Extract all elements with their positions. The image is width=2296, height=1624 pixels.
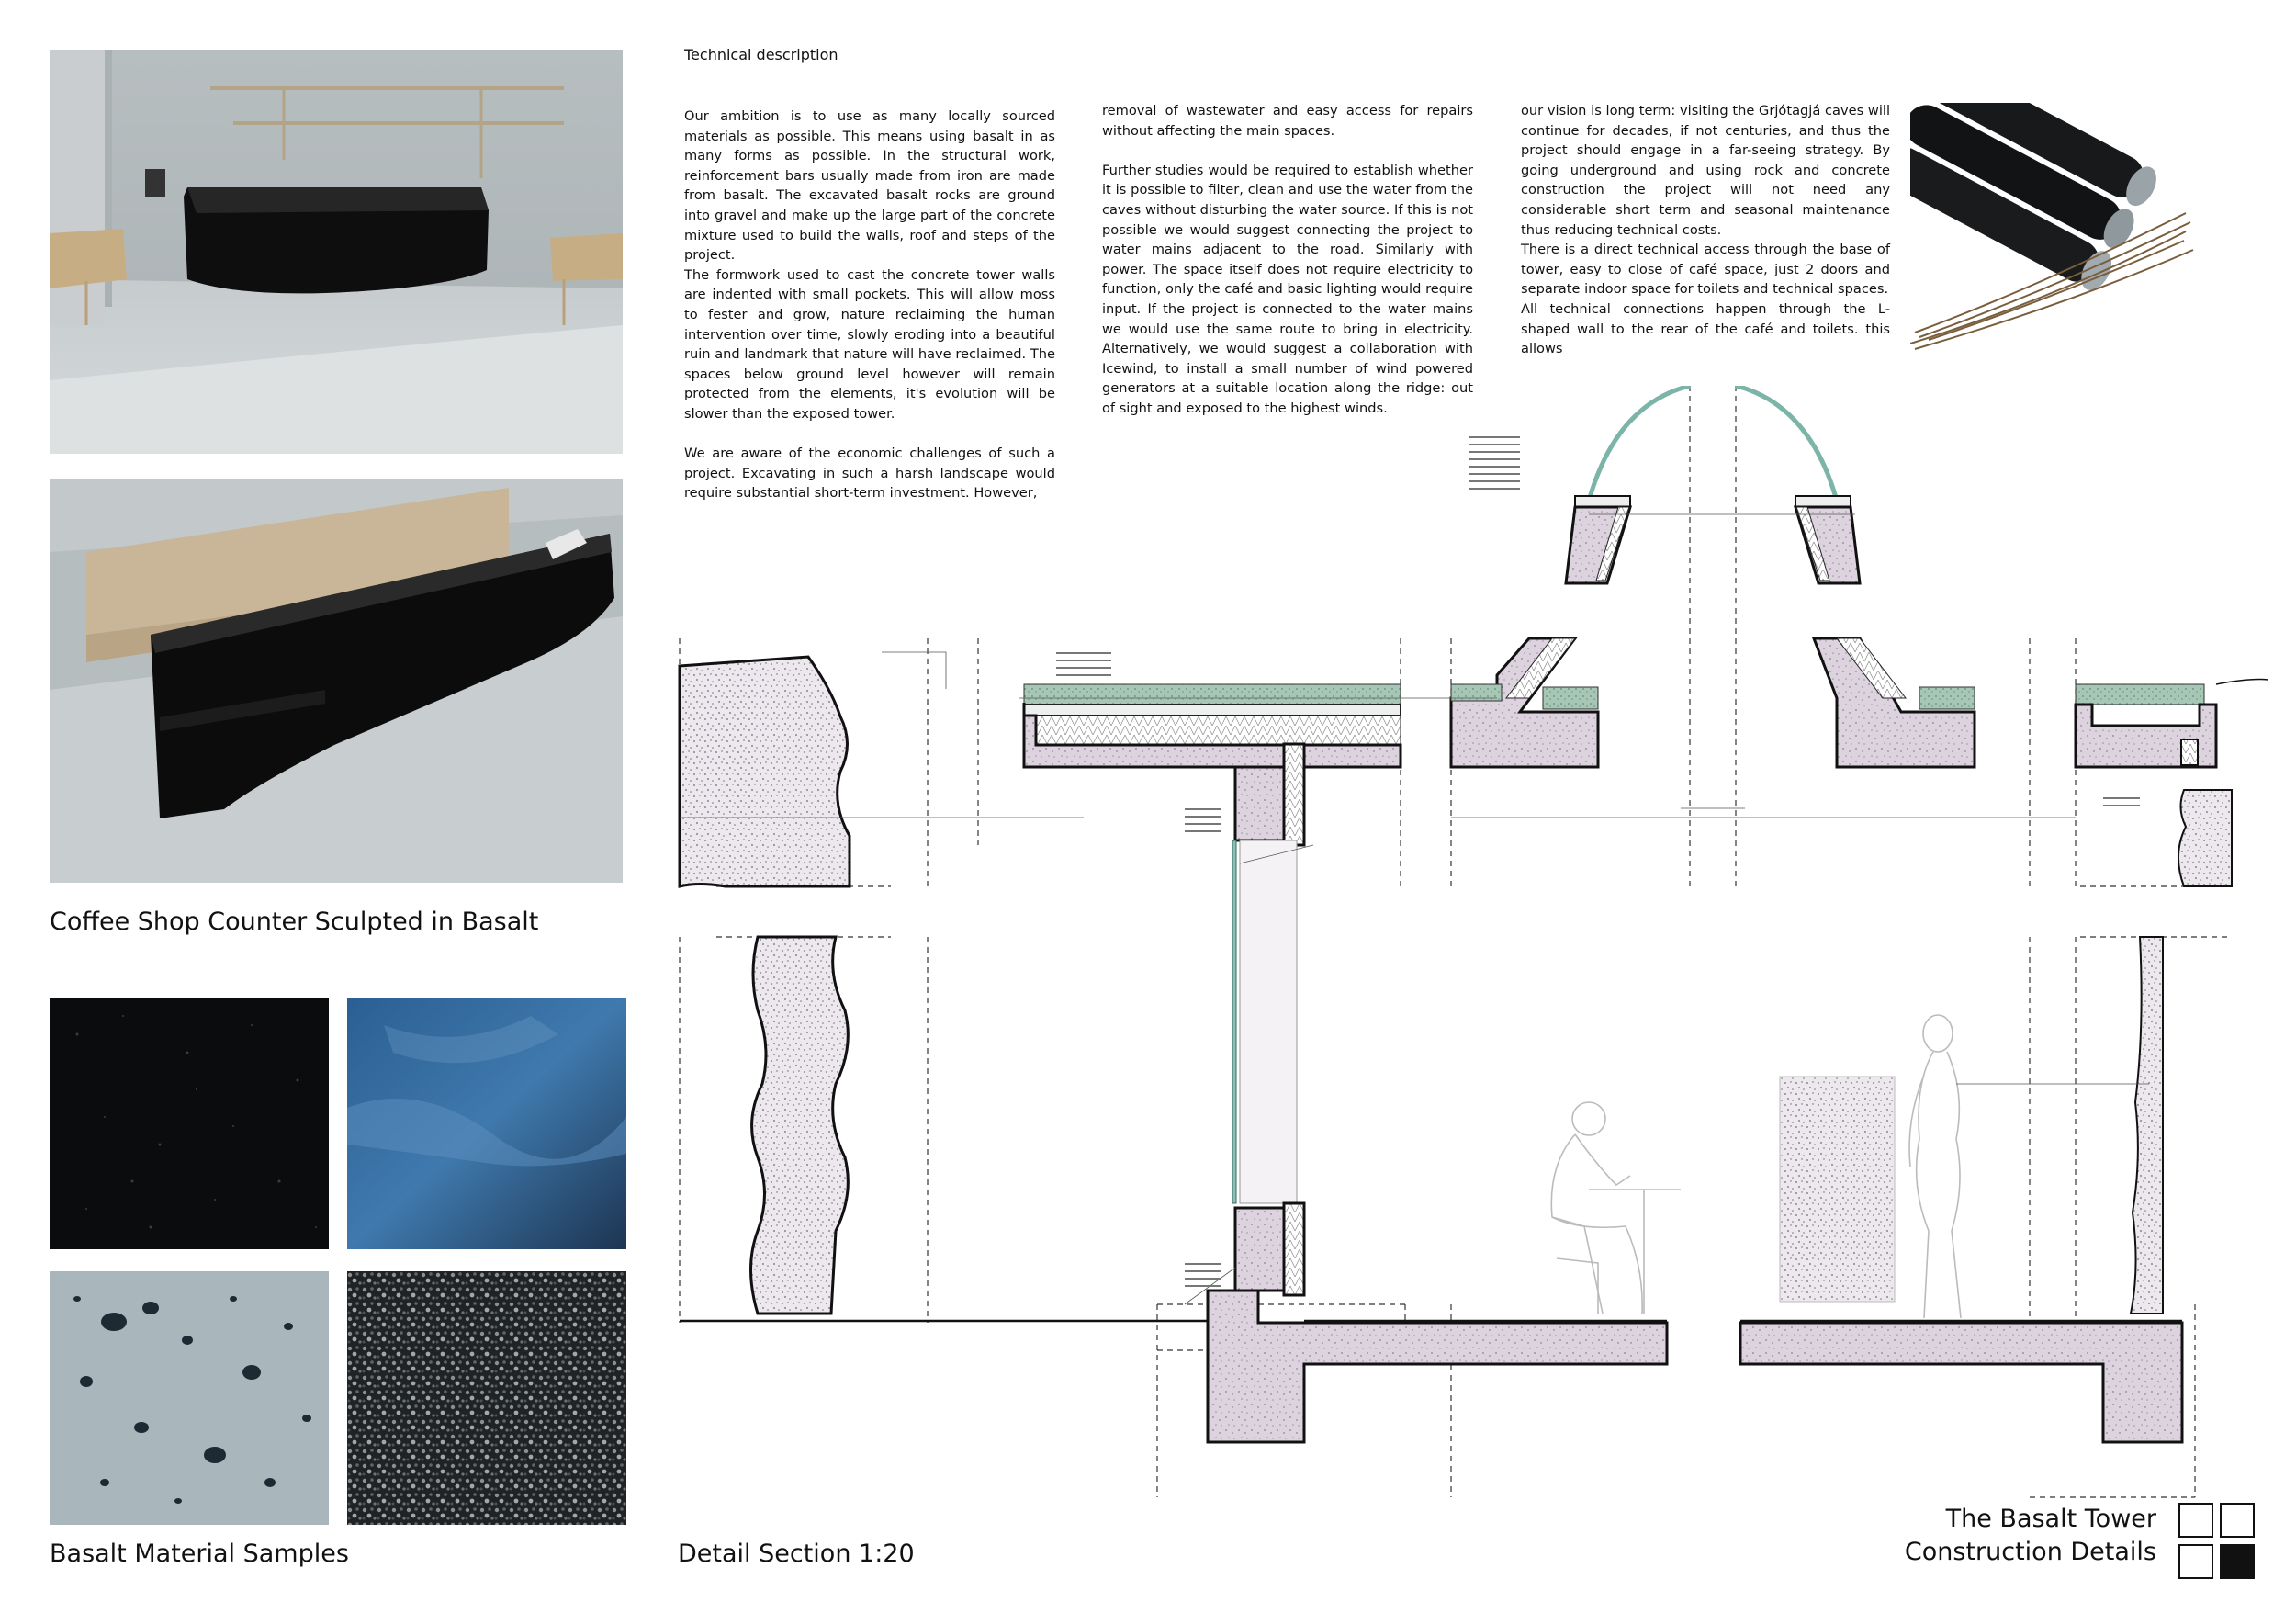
title-block: The Basalt Tower Construction Details [1905,1503,2156,1569]
counter-render-top [50,50,623,454]
sample-basalt-gravel [347,1271,626,1525]
section-caption: Detail Section 1:20 [678,1539,915,1568]
paragraph: All technical connections happen through… [1521,300,1890,357]
sample-blue-polished-basalt [347,998,626,1249]
paragraph: our vision is long term: visiting the Gr… [1521,103,1890,238]
project-title: The Basalt Tower [1945,1505,2156,1533]
sample-black-basalt [50,998,329,1249]
basalt-rebar-photo [1910,103,2195,356]
paragraph: Further studies would be required to est… [1102,162,1473,416]
counter-caption: Coffee Shop Counter Sculpted in Basalt [50,908,539,936]
sample-porous-basalt [50,1271,329,1525]
counter-render-bottom [50,479,623,883]
technical-title: Technical description [684,46,838,63]
paragraph: removal of wastewater and easy access fo… [1102,103,1473,139]
sheet-title: Construction Details [1904,1538,2156,1566]
paragraph: The formwork used to cast the concrete t… [684,266,1055,422]
samples-caption: Basalt Material Samples [50,1539,349,1568]
detail-section-drawing [670,386,2268,1534]
paragraph: Our ambition is to use as many locally s… [684,108,1055,264]
text-column-2: removal of wastewater and easy access fo… [1102,101,1473,419]
text-column-3: our vision is long term: visiting the Gr… [1521,101,1890,359]
paragraph: We are aware of the economic challenges … [684,445,1055,502]
sheet-index-logo-icon [2178,1503,2255,1579]
text-column-1: Our ambition is to use as many locally s… [684,107,1055,503]
paragraph: There is a direct technical access throu… [1521,242,1890,298]
